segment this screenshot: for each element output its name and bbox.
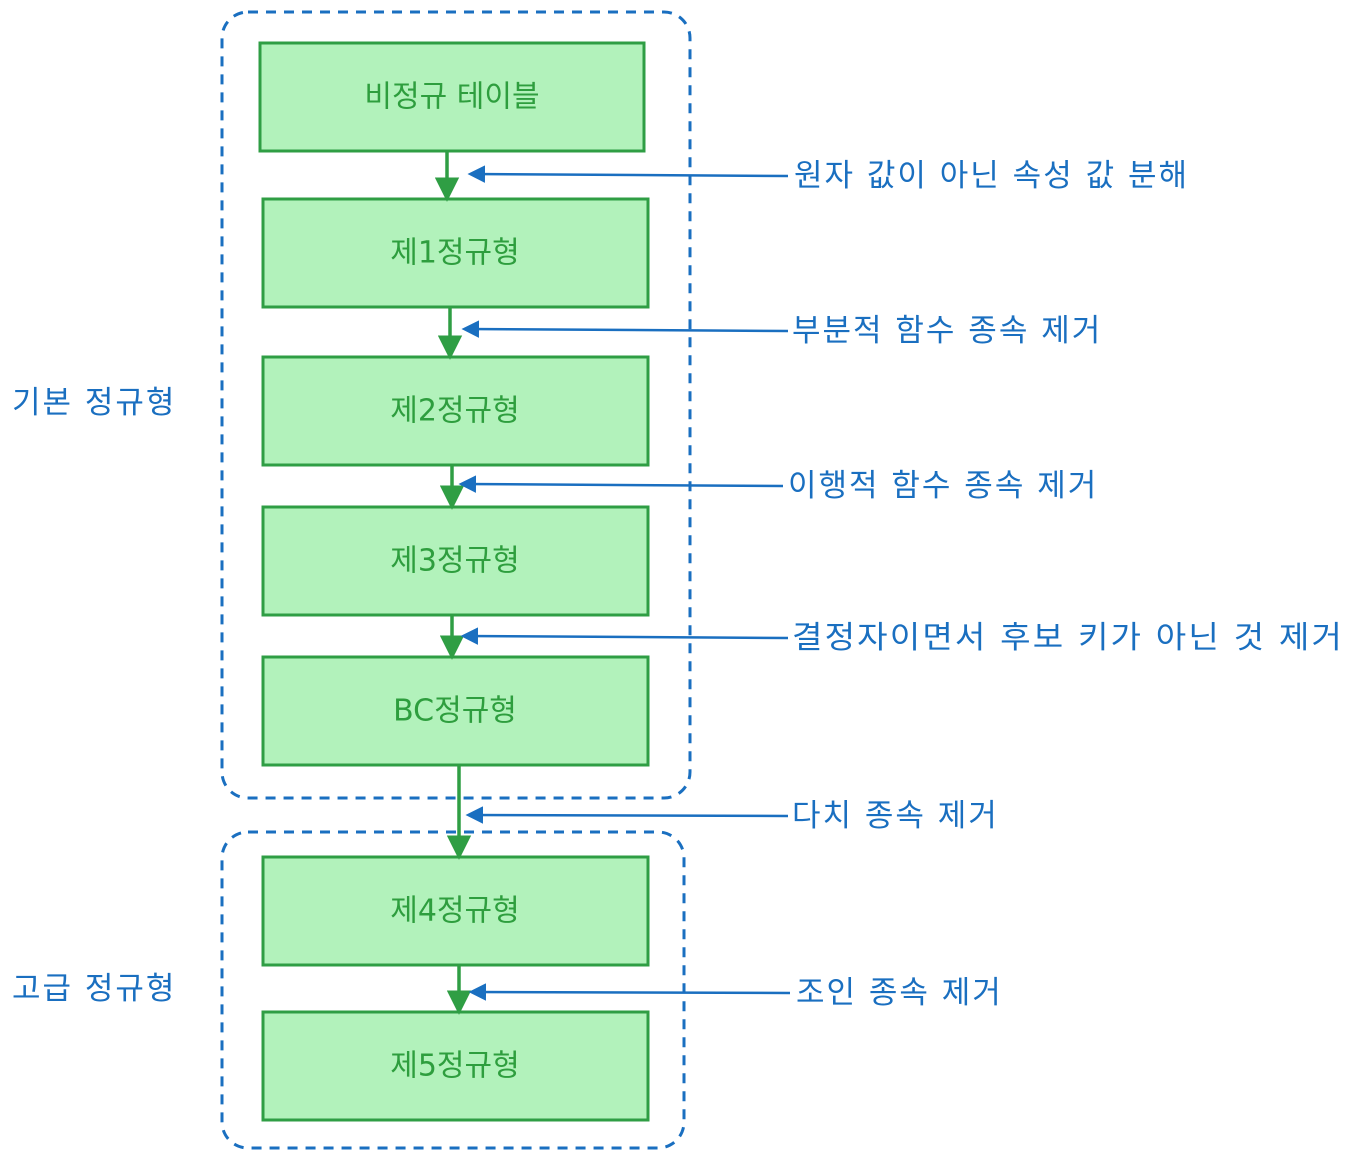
- stage-4nf: 제4정규형: [261, 855, 650, 967]
- stage-1nf: 제1정규형: [261, 197, 650, 309]
- stage-label: 제2정규형: [390, 394, 520, 429]
- stage-5nf: 제5정규형: [261, 1010, 650, 1122]
- annotation-arrow: [458, 475, 784, 493]
- annotation-arrow: [460, 627, 789, 645]
- basic-normal-forms-group: [220, 10, 692, 800]
- annotation-arrow: [465, 806, 789, 824]
- stage-label: 비정규 테이블: [364, 80, 539, 115]
- advanced-normal-forms-group: [220, 830, 686, 1150]
- stage-unnormalized-table: 비정규 테이블: [258, 41, 646, 153]
- stage-3nf: 제3정규형: [261, 505, 650, 617]
- stage-label: 제4정규형: [390, 894, 520, 929]
- stage-bcnf: BC정규형: [261, 655, 650, 767]
- transition-label: 원자 값이 아닌 속성 값 분해: [794, 158, 1189, 194]
- stage-2nf: 제2정규형: [261, 355, 650, 467]
- stage-label: 제5정규형: [390, 1049, 520, 1084]
- transition-label: 이행적 함수 종속 제거: [788, 468, 1098, 504]
- stage-label: 제3정규형: [390, 544, 520, 579]
- advanced-group-label: 고급 정규형: [12, 971, 176, 1007]
- stage-label: BC정규형: [393, 694, 517, 729]
- transition-label: 다치 종속 제거: [792, 798, 999, 834]
- basic-group-label: 기본 정규형: [12, 385, 176, 421]
- transition-label: 부분적 함수 종속 제거: [792, 313, 1102, 349]
- transition-label: 결정자이면서 후보 키가 아닌 것 제거: [792, 620, 1344, 656]
- annotation-arrow: [461, 320, 789, 338]
- annotation-arrow: [467, 165, 789, 183]
- transition-label: 조인 종속 제거: [796, 975, 1003, 1011]
- annotation-arrow: [468, 983, 791, 1001]
- stage-label: 제1정규형: [390, 236, 520, 271]
